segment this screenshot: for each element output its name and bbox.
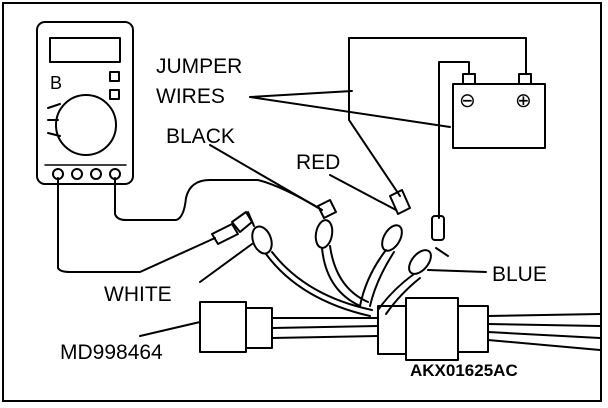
tool-cable-mid: [271, 325, 379, 329]
red-label: RED: [296, 151, 341, 174]
battery-body: [452, 83, 546, 149]
white-label: WHITE: [104, 283, 172, 306]
tool-leader: [139, 321, 201, 337]
red-harness-wire-2: [369, 251, 395, 307]
left-connector-collar: [245, 307, 273, 349]
meter-lead-white: [57, 177, 216, 273]
harness-wires: [265, 245, 421, 317]
white-clip-tip: [247, 211, 255, 227]
red-clip: [381, 224, 403, 252]
blue-clip: [408, 249, 432, 275]
jumper-wire-pos: [348, 37, 527, 75]
tool-label: MD998464: [60, 341, 163, 364]
meter-terminal-3: [90, 168, 102, 180]
multimeter-display: [49, 37, 121, 63]
multimeter-dial: [55, 94, 117, 156]
black-label: BLACK: [166, 125, 235, 148]
battery-pos-symbol: ⊕: [515, 90, 532, 112]
diagram-frame: [2, 2, 602, 402]
right-connector-collar: [377, 305, 407, 355]
meter-range-letter: B: [50, 73, 63, 93]
right-connector-end: [457, 305, 489, 353]
black-probe: [317, 199, 337, 219]
multimeter-dial-ticks: [47, 103, 61, 137]
blue-leader: [427, 269, 487, 273]
black-harness-wire: [321, 247, 361, 307]
tool-cable-bottom: [271, 335, 379, 339]
red-probe: [389, 189, 411, 215]
multimeter: [36, 21, 134, 185]
jumper-label-line2: WIRES: [156, 85, 225, 108]
harness-out-1: [487, 313, 601, 317]
multimeter-body: [36, 21, 134, 185]
black-leader: [209, 144, 323, 211]
harness-out-4: [487, 339, 601, 351]
jumper-wire-pos-lower: [348, 37, 401, 197]
harness-out-3: [487, 331, 601, 339]
right-connector-block: [405, 297, 459, 361]
jumper-pointer-a: [249, 90, 353, 98]
jumper-label-line1: JUMPER: [156, 55, 243, 78]
white-probe: [211, 223, 239, 245]
white-leader: [199, 243, 253, 283]
harness-out-2: [487, 323, 601, 327]
white-harness-wire: [265, 253, 371, 317]
battery-neg-post: [462, 73, 476, 85]
figure-code: AKX01625AC: [410, 361, 518, 380]
meter-lead-black: [114, 177, 323, 221]
left-connector-block: [199, 301, 247, 353]
black-clip: [314, 219, 334, 249]
white-harness-wire-2: [271, 251, 373, 311]
blue-harness-wire: [377, 273, 415, 311]
blue-label: BLUE: [492, 263, 547, 286]
blue-clip-lead: [435, 247, 449, 257]
battery-pos-post: [518, 73, 532, 85]
red-harness-wire: [359, 249, 387, 307]
tool-connector: [199, 297, 601, 361]
test-probes: [211, 189, 449, 275]
white-clip: [251, 225, 273, 255]
battery-neg-symbol: ⊖: [459, 90, 476, 112]
blue-harness-wire-2: [385, 277, 421, 315]
jumper-pointer-b: [249, 96, 451, 128]
jumper-wire-neg: [438, 61, 470, 219]
multimeter-button-bottom: [109, 89, 120, 100]
multimeter-button-top: [109, 71, 120, 82]
red-leader: [329, 174, 397, 211]
meter-terminal-2: [71, 168, 83, 180]
blue-probe: [431, 215, 445, 241]
battery: [452, 73, 546, 149]
